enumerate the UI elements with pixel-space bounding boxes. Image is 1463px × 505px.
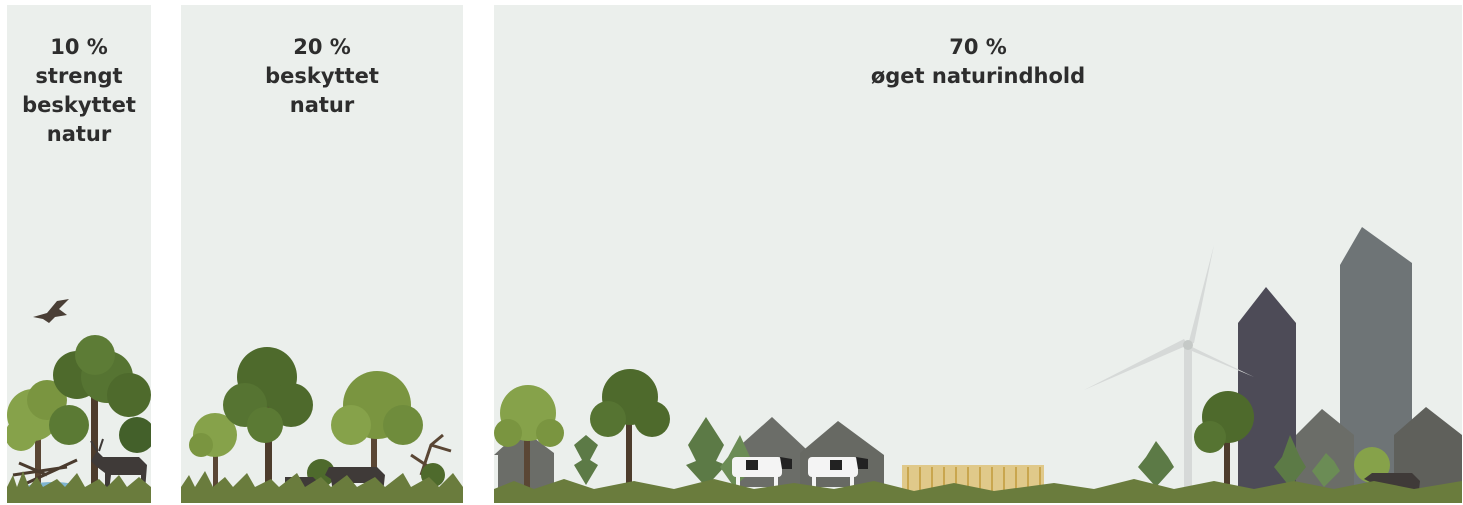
tree-icon [590,369,670,490]
building-icon [1238,287,1296,493]
panel-protected: 20 % beskyttet natur [181,5,463,503]
tree-icon [223,347,313,490]
protected-nature-scene [181,347,463,503]
panel-increased-nature: 70 % øget naturindhold [494,5,1462,503]
house-icon [1296,409,1354,493]
building-icon [1340,227,1412,493]
label-line: beskyttet [265,64,379,88]
cow-icon [808,457,868,487]
percent-label: 20 % [293,35,351,59]
percent-label: 10 % [50,35,108,59]
label-line: natur [289,93,355,117]
deadwood-icon [410,433,452,476]
grain-field-icon [902,465,1044,491]
tree-icon [189,413,237,490]
panel-label: 10 % strengt beskyttet natur [7,33,151,149]
house-icon [1394,407,1462,493]
tree-icon [574,435,598,485]
label-line: øget naturindhold [870,64,1086,88]
percent-label: 70 % [949,35,1007,59]
grass-ground [494,479,1462,503]
tree-icon [331,371,423,490]
label-line: natur [46,122,112,146]
label-line: beskyttet [22,93,136,117]
grass-ground [7,471,151,503]
tree-icon [1194,391,1254,490]
grass-ground [181,471,463,503]
wind-turbine-icon [1084,245,1254,493]
panel-label: 20 % beskyttet natur [181,33,463,120]
cow-icon [732,457,792,487]
deer-icon [91,451,147,491]
panel-label: 70 % øget naturindhold [494,33,1462,91]
tree-icon [49,335,151,490]
tree-icon [494,385,564,493]
cultural-landscape-scene [494,227,1462,503]
eagle-icon [33,299,69,323]
tree-icon [7,380,67,490]
tree-icon [1138,441,1174,487]
label-line: strengt [35,64,123,88]
wild-forest-scene [7,299,151,503]
panel-strictly-protected: 10 % strengt beskyttet natur [7,5,151,503]
